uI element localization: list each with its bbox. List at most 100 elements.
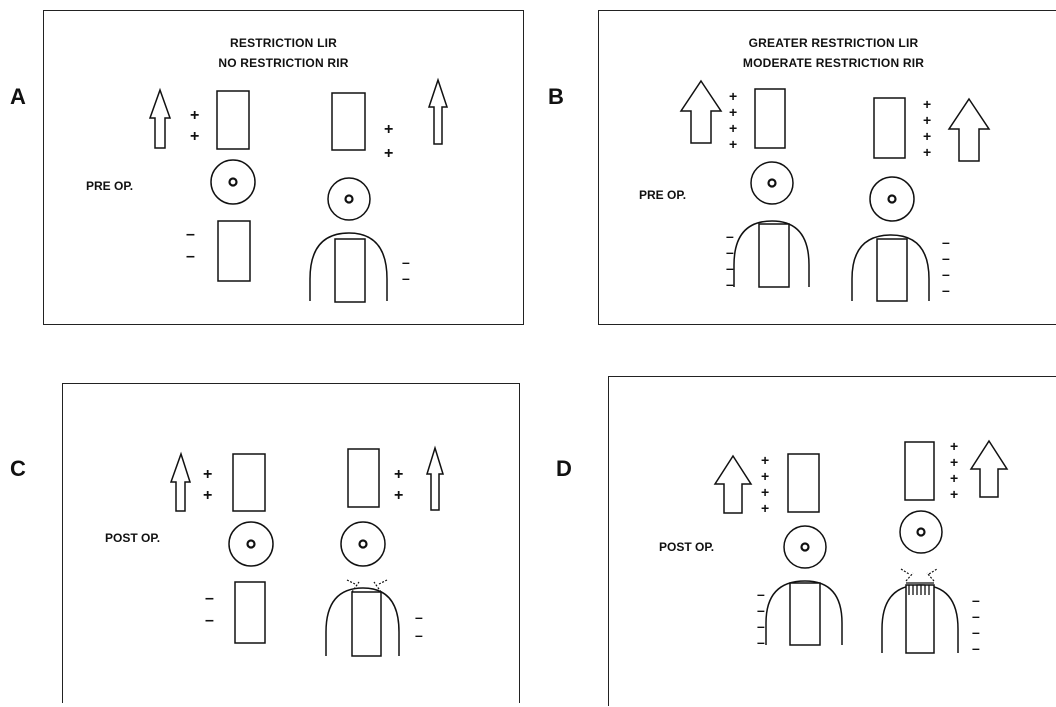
panel-c: POST OP. + + + + – – – –: [62, 383, 520, 703]
right-muscle-arc: [851, 234, 930, 301]
minus-mark: –: [402, 254, 410, 270]
left-eye-pupil: [767, 178, 777, 188]
left-eye-pupil: [246, 539, 256, 549]
minus-mark: –: [757, 602, 765, 618]
panel-d: POST OP. + + + + + + + + – – –: [608, 376, 1056, 706]
minus-mark: –: [402, 270, 410, 286]
panel-b: GREATER RESTRICTION LIR MODERATE RESTRIC…: [598, 10, 1056, 325]
plus-mark: +: [190, 128, 199, 145]
minus-mark: –: [726, 244, 734, 260]
minus-mark: –: [205, 590, 214, 607]
plus-mark: +: [729, 136, 737, 152]
minus-mark: –: [972, 608, 980, 624]
panel-b-letter: B: [548, 84, 564, 109]
right-upper-tissue-block: [331, 92, 366, 151]
right-eye-pupil: [916, 527, 926, 537]
plus-mark: +: [203, 487, 212, 504]
right-eye-outer-circle: [327, 177, 371, 221]
right-eye-pupil: [358, 539, 368, 549]
panel-a-diagram: + + + + – – – –: [148, 77, 449, 303]
panel-d-phase-label: POST OP.: [659, 540, 715, 554]
plus-mark: +: [950, 454, 958, 470]
panel-b-title-line2: MODERATE RESTRICTION RIR: [742, 56, 925, 70]
large-upward-arrow-icon: [969, 439, 1009, 498]
large-upward-arrow-icon: [679, 79, 723, 144]
minus-mark: –: [757, 634, 765, 650]
right-eye-pupil: [887, 194, 897, 204]
plus-mark: +: [384, 145, 393, 162]
left-eye-outer-circle: [750, 161, 794, 205]
resected-muscle-hatch: [906, 582, 934, 595]
plus-mark: +: [394, 487, 403, 504]
large-upward-arrow-icon: [713, 454, 753, 514]
minus-mark: –: [757, 618, 765, 634]
right-lower-tissue-block: [351, 591, 382, 657]
right-eye-outer-circle: [899, 510, 943, 554]
minus-mark: –: [942, 234, 950, 250]
minus-mark: –: [415, 627, 423, 643]
plus-mark: +: [729, 88, 737, 104]
plus-mark: +: [761, 452, 769, 468]
panel-a: RESTRICTION LIR NO RESTRICTION RIR PRE O…: [43, 10, 524, 325]
left-upper-tissue-block: [216, 90, 250, 150]
right-eye-outer-circle: [869, 176, 915, 222]
minus-mark: –: [726, 260, 734, 276]
left-lower-tissue-block: [234, 581, 266, 644]
left-lower-tissue-block: [789, 582, 821, 646]
left-muscle-arc: [765, 580, 843, 645]
right-upper-tissue-block: [347, 448, 380, 508]
left-eye-outer-circle: [228, 521, 274, 567]
recession-suture-mark: [346, 579, 388, 593]
minus-mark: –: [186, 226, 195, 243]
right-upper-tissue-block: [904, 441, 935, 501]
minus-mark: –: [186, 248, 195, 265]
left-eye-pupil: [800, 542, 810, 552]
plus-mark: +: [950, 486, 958, 502]
minus-mark: –: [972, 592, 980, 608]
minus-mark: –: [205, 612, 214, 629]
panel-d-letter: D: [556, 456, 572, 481]
plus-mark: +: [729, 104, 737, 120]
plus-mark: +: [761, 500, 769, 516]
minus-mark: –: [942, 266, 950, 282]
upward-arrow-icon: [425, 445, 445, 511]
minus-mark: –: [757, 586, 765, 602]
right-muscle-arc: [325, 587, 400, 656]
right-eye-pupil: [344, 194, 354, 204]
left-upper-tissue-block: [754, 88, 786, 149]
plus-mark: +: [203, 466, 212, 483]
upward-arrow-icon: [427, 77, 449, 145]
right-upper-tissue-block: [873, 97, 906, 159]
minus-mark: –: [415, 609, 423, 625]
panel-a-title-line1: RESTRICTION LIR: [230, 36, 337, 50]
panel-a-letter: A: [10, 84, 26, 109]
plus-mark: +: [190, 107, 199, 124]
left-upper-tissue-block: [787, 453, 820, 513]
plus-mark: +: [923, 128, 931, 144]
panel-a-title-line2: NO RESTRICTION RIR: [218, 56, 349, 70]
plus-mark: +: [729, 120, 737, 136]
left-eye-pupil: [228, 177, 238, 187]
plus-mark: +: [394, 466, 403, 483]
minus-mark: –: [942, 250, 950, 266]
resection-suture-mark: [900, 568, 938, 582]
panel-b-phase-label: PRE OP.: [639, 188, 687, 202]
panel-c-phase-label: POST OP.: [105, 531, 161, 545]
right-eye-outer-circle: [340, 521, 386, 567]
right-lower-tissue-block: [334, 238, 366, 303]
left-eye-outer-circle: [783, 525, 827, 569]
minus-mark: –: [972, 640, 980, 656]
minus-mark: –: [942, 282, 950, 298]
plus-mark: +: [923, 144, 931, 160]
plus-mark: +: [950, 438, 958, 454]
plus-mark: +: [384, 121, 393, 138]
upward-arrow-icon: [169, 451, 192, 512]
panel-c-letter: C: [10, 456, 26, 481]
panel-d-diagram: + + + + + + + + – – – – – – – –: [713, 438, 1009, 656]
minus-mark: –: [972, 624, 980, 640]
minus-mark: –: [726, 228, 734, 244]
plus-mark: +: [761, 484, 769, 500]
plus-mark: +: [923, 96, 931, 112]
left-eye-outer-circle: [210, 159, 256, 205]
plus-mark: +: [923, 112, 931, 128]
